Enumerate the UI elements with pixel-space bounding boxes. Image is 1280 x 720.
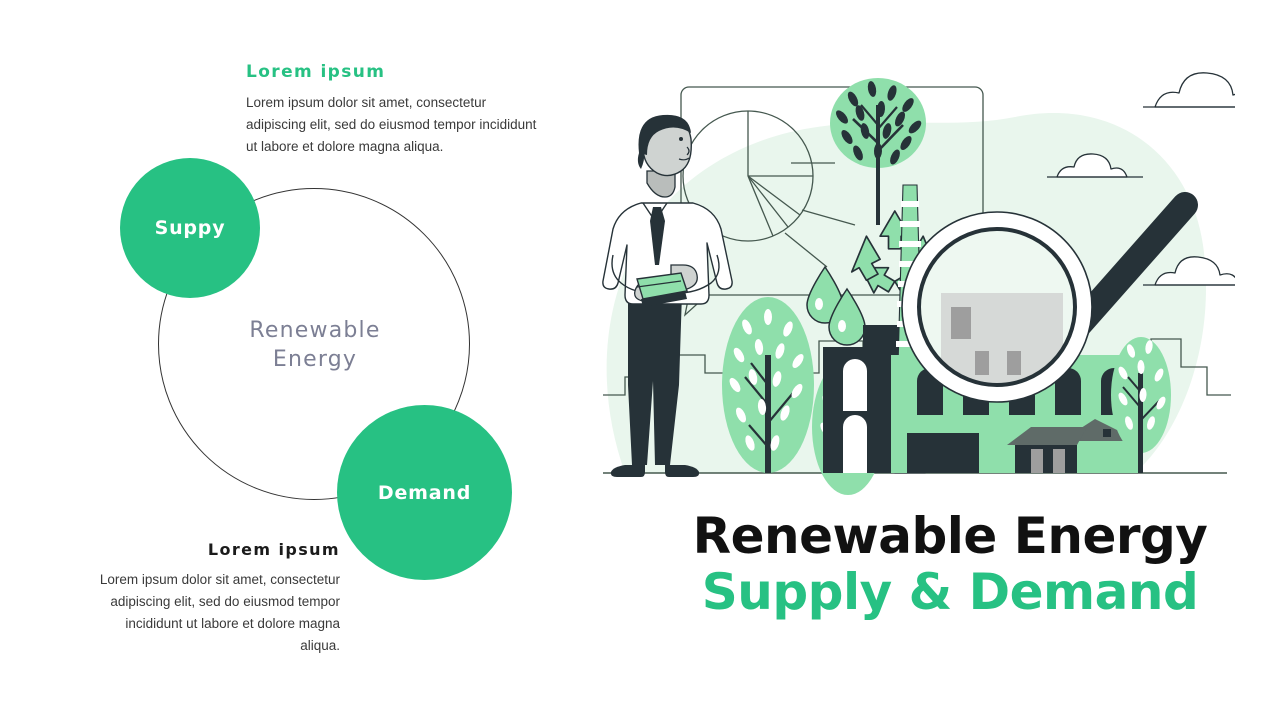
supply-bubble-label: Suppy [154,217,226,239]
top-text-block: Lorem ipsum Lorem ipsum dolor sit amet, … [246,62,546,158]
pie-chart [682,110,856,268]
right-content-pane: Renewable Energy Supply & Demand [590,0,1280,720]
cloud-icons [1047,72,1257,286]
cloud-icon-small-left [1056,153,1128,178]
supply-demand-diagram: Renewable Energy Suppy Demand [0,0,590,720]
bottom-block-heading: Lorem ipsum [207,540,340,559]
tree-icon-right [1111,337,1171,473]
ring-center-label-line2: Energy [272,347,358,373]
bottom-text-block: Lorem ipsum Lorem ipsum dolor sit amet, … [85,540,340,657]
top-block-heading: Lorem ipsum [246,62,386,82]
main-title-line2: Supply & Demand [701,563,1199,621]
businessman-figure [602,114,733,477]
main-title-block: Renewable Energy Supply & Demand [630,508,1270,620]
bottom-block-body: Lorem ipsum dolor sit amet, consectetur … [99,572,340,653]
top-block-body: Lorem ipsum dolor sit amet, consectetur … [246,95,537,154]
demand-bubble[interactable]: Demand [337,405,512,580]
magnifying-glass-icon [901,192,1198,403]
demand-bubble-label: Demand [377,481,472,504]
tree-icon-tall [722,297,814,473]
ring-center-label-line1: Renewable [249,318,381,343]
renewable-energy-illustration [595,55,1257,495]
tree-leaves [836,81,922,165]
cloud-icon-large-top [1154,72,1257,108]
renewable-energy-ring [158,188,470,500]
small-house [1007,419,1139,473]
tree-icon-top [830,78,926,225]
left-content-pane: Renewable Energy Suppy Demand Lorem ipsu… [0,0,590,720]
water-drop-icons [806,265,866,346]
ring-center-label: Renewable Energy [190,316,440,374]
supply-bubble[interactable]: Suppy [120,158,260,298]
main-title-line1: Renewable Energy [692,507,1208,565]
cloud-icon-small-right [1154,256,1240,286]
